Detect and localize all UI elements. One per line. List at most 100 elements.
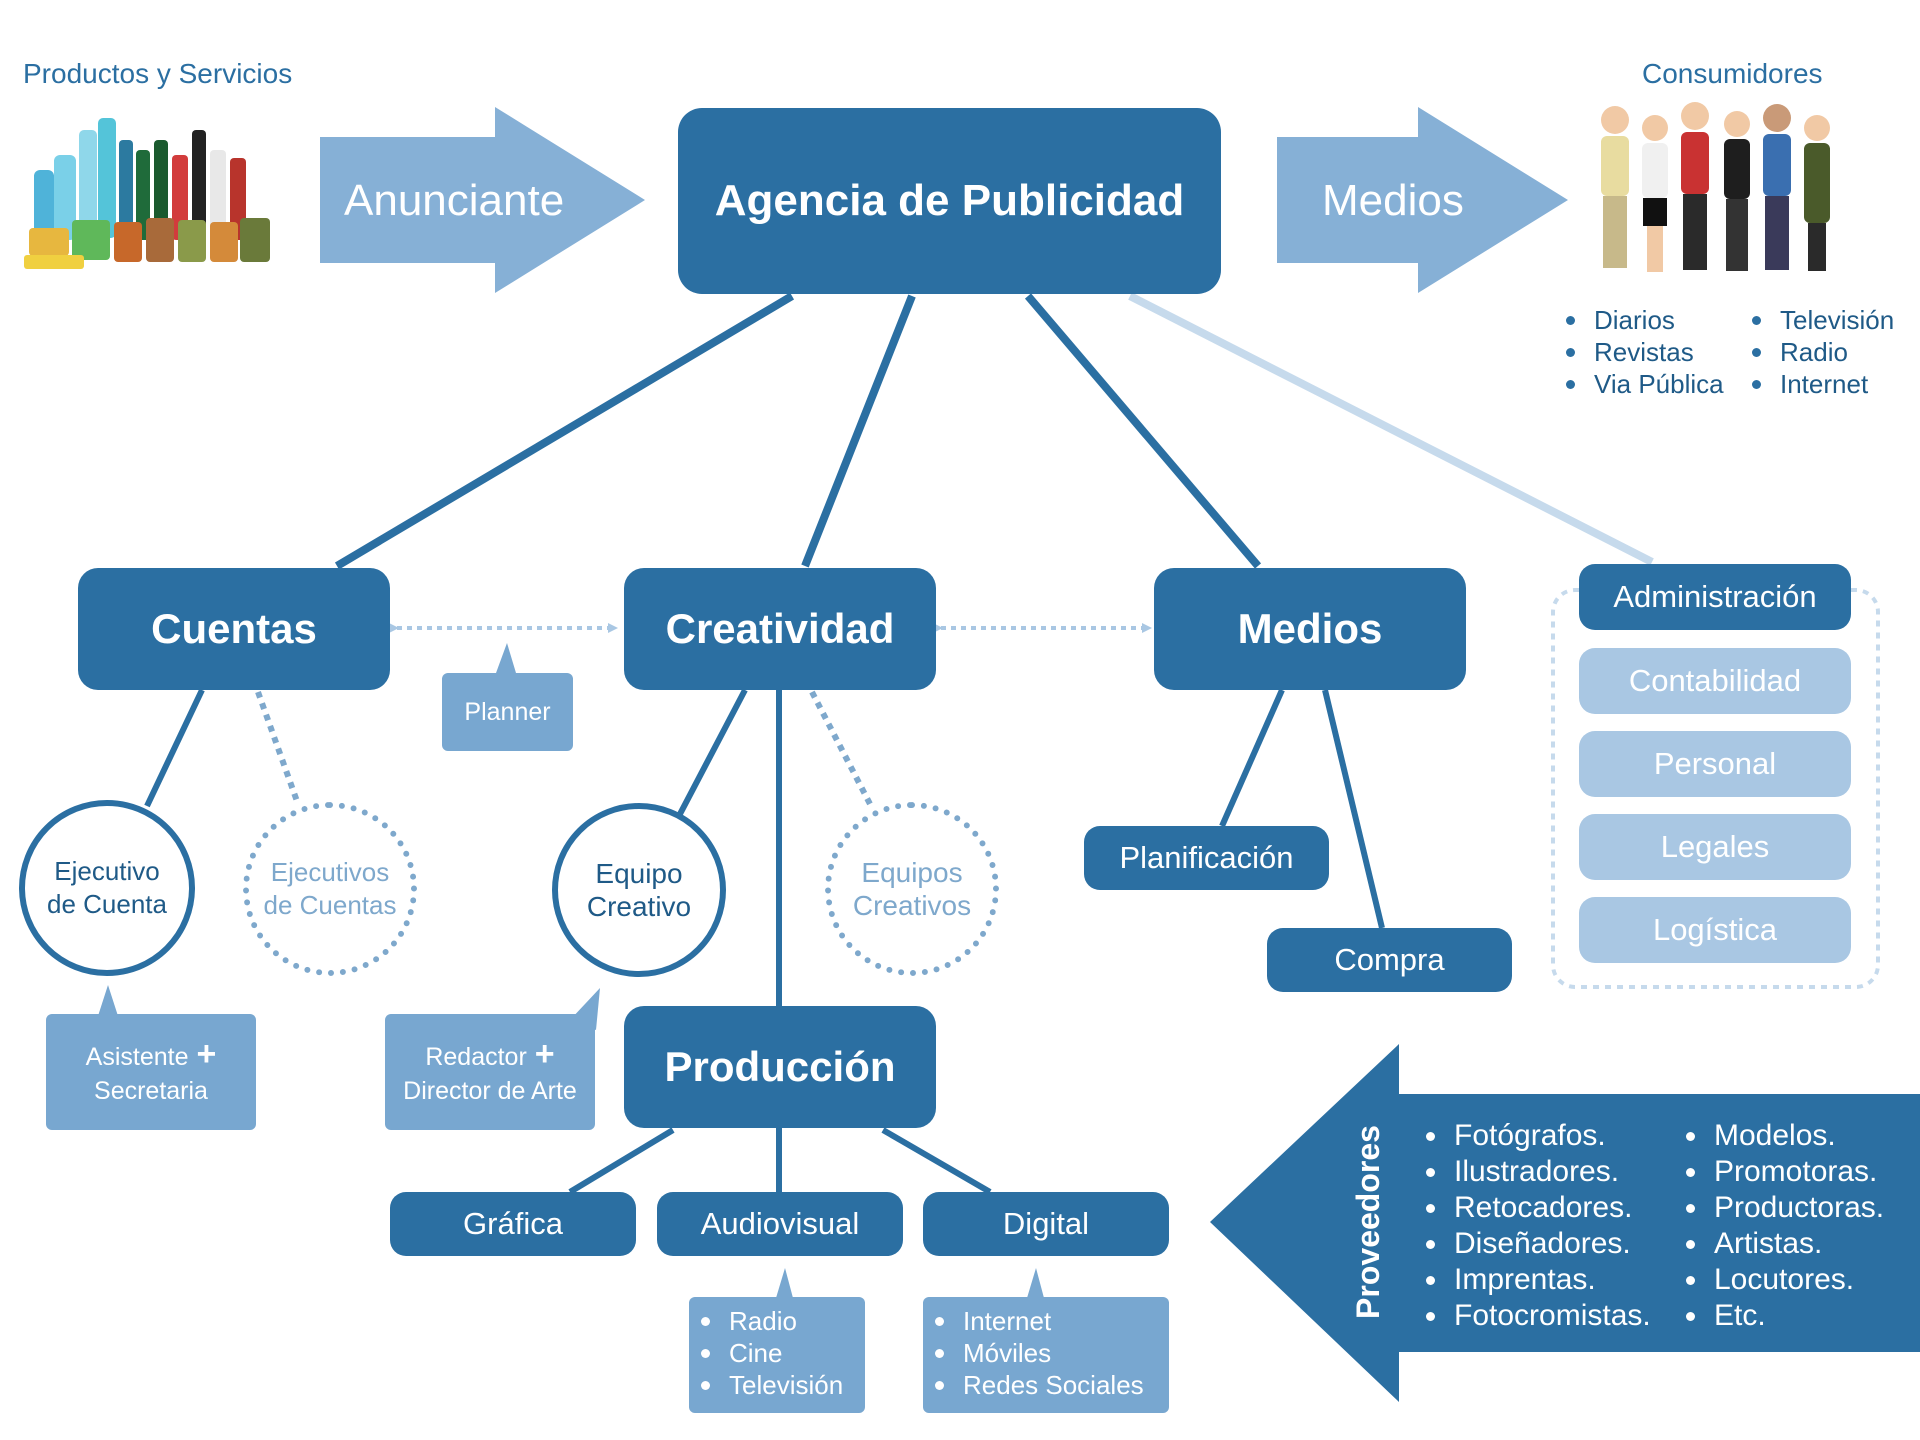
personal-box: Personal xyxy=(1579,731,1851,797)
digital-item: Móviles xyxy=(929,1337,1144,1369)
planificacion-box: Planificación xyxy=(1084,826,1329,890)
creatividad-label: Creatividad xyxy=(665,605,895,652)
secretaria-label: Secretaria xyxy=(94,1076,208,1105)
medios-label: Medios xyxy=(1237,605,1383,652)
produccion-label: Producción xyxy=(664,1043,896,1090)
medios-arrow-shape xyxy=(1277,107,1568,293)
connector-produccion-grafica xyxy=(568,1127,675,1195)
digital-callout: Internet Móviles Redes Sociales xyxy=(923,1297,1169,1413)
connector-produccion-digital xyxy=(881,1127,992,1195)
proveedor-item: Productoras. xyxy=(1680,1190,1884,1226)
asistente-callout: Asistente+ Secretaria xyxy=(46,1014,256,1130)
connector-cuentas-ejecutivo xyxy=(144,688,205,808)
proveedor-item: Promotoras. xyxy=(1680,1154,1884,1190)
audiovisual-callout-pointer xyxy=(776,1268,793,1298)
planner-callout: Planner xyxy=(442,673,573,751)
media-item: Televisión xyxy=(1746,304,1894,336)
connector-agency-cuentas xyxy=(334,292,795,570)
products-label: Productos y Servicios xyxy=(23,58,293,89)
connector-medios-planificacion xyxy=(1219,688,1285,828)
proveedores-list-right: Modelos. Promotoras. Productoras. Artist… xyxy=(1680,1118,1884,1334)
proveedores-list-left: Fotógrafos. Ilustradores. Retocadores. D… xyxy=(1420,1118,1651,1334)
equipos-circle: Equipos Creativos xyxy=(825,802,999,976)
connector-agency-medios xyxy=(1024,293,1262,569)
contabilidad-box: Contabilidad xyxy=(1579,648,1851,714)
grafica-box: Gráfica xyxy=(390,1192,636,1256)
connector-medios-compra xyxy=(1322,689,1385,929)
proveedor-item: Locutores. xyxy=(1680,1262,1884,1298)
personal-label: Personal xyxy=(1653,746,1777,781)
ejecutivo-label: Ejecutivo de Cuenta xyxy=(47,856,167,919)
audiovisual-box: Audiovisual xyxy=(657,1192,903,1256)
grafica-label: Gráfica xyxy=(463,1206,563,1241)
medios-arrow-label: Medios xyxy=(1322,176,1464,225)
digital-item: Redes Sociales xyxy=(929,1369,1144,1401)
audiovisual-callout: Radio Cine Televisión xyxy=(689,1297,865,1413)
ejecutivos-label: Ejecutivos de Cuentas xyxy=(263,857,397,920)
asistente-label: Asistente xyxy=(85,1042,189,1071)
ejecutivos-circle: Ejecutivos de Cuentas xyxy=(243,802,417,976)
anunciante-arrow-shape xyxy=(320,107,645,293)
planificacion-label: Planificación xyxy=(1119,840,1294,875)
equipo-label: Equipo Creativo xyxy=(586,858,692,922)
audiovisual-item: Televisión xyxy=(695,1369,843,1401)
administracion-label: Administración xyxy=(1613,579,1817,614)
agency-label: Agencia de Publicidad xyxy=(714,176,1185,225)
audiovisual-item: Cine xyxy=(695,1337,843,1369)
media-item: Via Pública xyxy=(1560,368,1724,400)
media-item: Revistas xyxy=(1560,336,1724,368)
digital-label: Digital xyxy=(1002,1206,1090,1241)
plus-icon: + xyxy=(196,1034,217,1073)
director-label: Director de Arte xyxy=(403,1076,577,1105)
connector-agency-creatividad xyxy=(801,294,916,568)
ejecutivo-circle: Ejecutivo de Cuenta xyxy=(19,800,195,976)
contabilidad-label: Contabilidad xyxy=(1628,663,1802,698)
products-image xyxy=(24,118,270,269)
proveedores-title: Proveedores xyxy=(1350,1125,1386,1319)
proveedor-item: Etc. xyxy=(1680,1298,1884,1334)
audiovisual-item: Radio xyxy=(695,1305,843,1337)
equipos-label: Equipos Creativos xyxy=(852,857,972,921)
planner-callout-pointer xyxy=(496,643,516,673)
media-item: Radio xyxy=(1746,336,1894,368)
proveedor-item: Diseñadores. xyxy=(1420,1226,1651,1262)
media-item: Internet xyxy=(1746,368,1894,400)
media-list-right: Televisión Radio Internet xyxy=(1746,304,1894,400)
connector-agency-administracion xyxy=(1128,292,1654,566)
consumers-label: Consumidores xyxy=(1642,58,1823,89)
connector-creatividad-equipo xyxy=(677,688,748,816)
compra-box: Compra xyxy=(1267,928,1512,992)
connector-creatividad-equipos xyxy=(809,690,873,806)
digital-item: Internet xyxy=(929,1305,1144,1337)
consumers-image xyxy=(1601,102,1830,272)
legales-label: Legales xyxy=(1660,829,1770,864)
proveedor-item: Retocadores. xyxy=(1420,1190,1651,1226)
redactor-label: Redactor xyxy=(425,1042,527,1071)
proveedor-item: Fotógrafos. xyxy=(1420,1118,1651,1154)
proveedor-item: Ilustradores. xyxy=(1420,1154,1651,1190)
media-item: Diarios xyxy=(1560,304,1724,336)
connector-cuentas-ejecutivos xyxy=(255,690,301,806)
equipo-circle: Equipo Creativo xyxy=(552,803,726,977)
proveedores-arrow-shape xyxy=(1210,1044,1920,1402)
agency-box: Agencia de Publicidad xyxy=(678,108,1221,294)
asistente-callout-pointer xyxy=(98,985,118,1016)
logistica-label: Logística xyxy=(1652,912,1778,947)
compra-label: Compra xyxy=(1334,942,1445,977)
creatividad-box: Creatividad xyxy=(624,568,936,690)
digital-callout-pointer xyxy=(1027,1268,1044,1298)
digital-box: Digital xyxy=(923,1192,1169,1256)
administracion-box: Administración xyxy=(1579,564,1851,630)
planner-label: Planner xyxy=(464,697,551,726)
plus-icon: + xyxy=(534,1034,555,1073)
administracion-frame xyxy=(1551,588,1880,989)
produccion-box: Producción xyxy=(624,1006,936,1128)
anunciante-arrow-label: Anunciante xyxy=(344,176,565,225)
cuentas-label: Cuentas xyxy=(151,605,317,652)
audiovisual-label: Audiovisual xyxy=(700,1206,860,1241)
proveedor-item: Imprentas. xyxy=(1420,1262,1651,1298)
proveedor-item: Fotocromistas. xyxy=(1420,1298,1651,1334)
medios-box: Medios xyxy=(1154,568,1466,690)
proveedor-item: Modelos. xyxy=(1680,1118,1884,1154)
